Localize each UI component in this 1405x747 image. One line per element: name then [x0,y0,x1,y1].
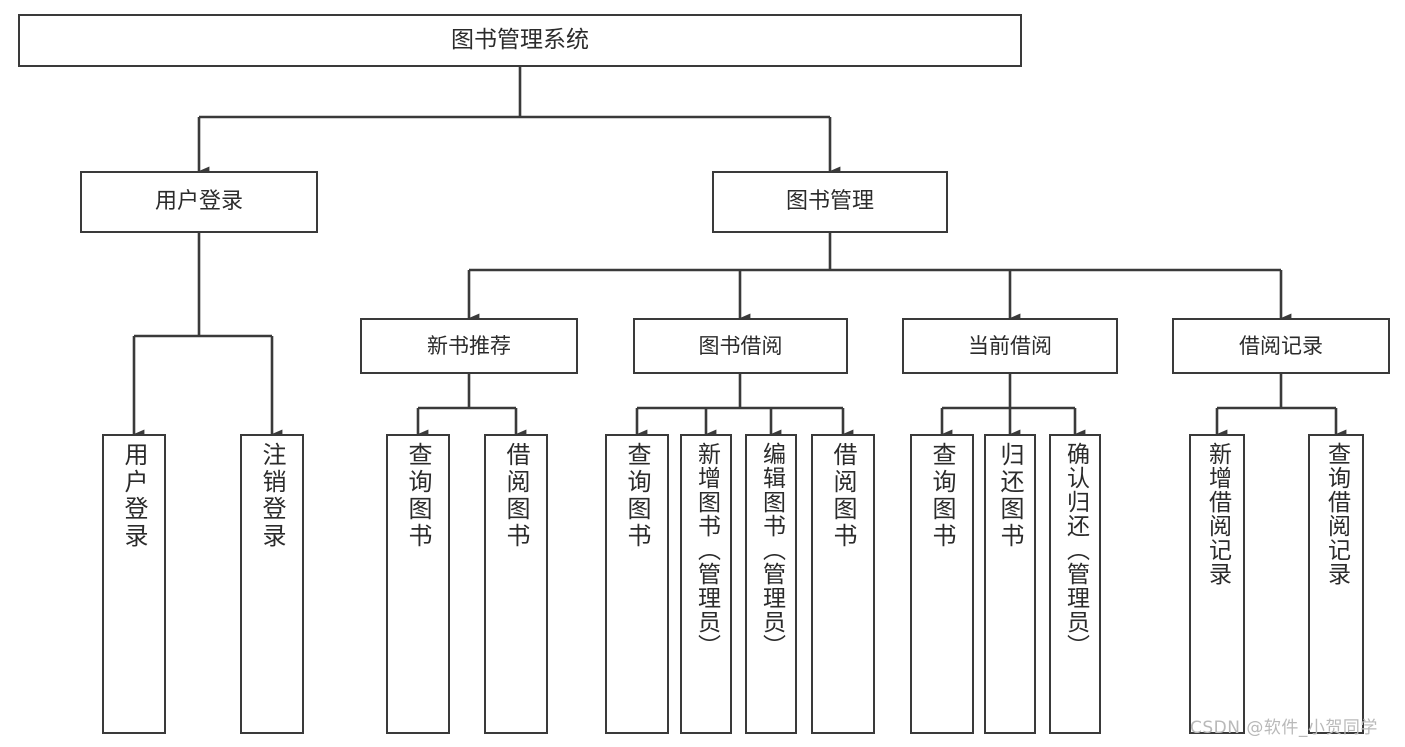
node-leaf-bb-add-book[interactable]: 新增图书（管理员） [680,434,732,734]
node-leaf-bb-borrow-book[interactable]: 借阅图书 [811,434,875,734]
node-leaf-bb-add-book-label: 新增图书（管理员） [693,442,720,658]
node-book-borrow[interactable]: 图书借阅 [633,318,848,374]
node-leaf-cb-query-book-label: 查询图书 [928,442,956,550]
node-leaf-rec-borrow-book-label: 借阅图书 [502,442,530,550]
node-leaf-rec-borrow-book[interactable]: 借阅图书 [484,434,548,734]
node-root-label: 图书管理系统 [451,27,589,54]
node-leaf-rec-query-book-label: 查询图书 [404,442,432,550]
node-book-borrow-label: 图书借阅 [698,333,783,358]
node-leaf-br-add-record-label: 新增借阅记录 [1204,442,1231,586]
node-leaf-bb-edit-book[interactable]: 编辑图书（管理员） [745,434,797,734]
node-borrow-record[interactable]: 借阅记录 [1172,318,1390,374]
node-leaf-cb-confirm-return-label: 确认归还（管理员） [1062,442,1089,658]
node-user-login[interactable]: 用户登录 [80,171,318,233]
node-leaf-rec-query-book[interactable]: 查询图书 [386,434,450,734]
node-leaf-user-login[interactable]: 用户登录 [102,434,166,734]
node-leaf-cb-return-book-label: 归还图书 [996,442,1024,550]
node-book-manage[interactable]: 图书管理 [712,171,948,233]
node-leaf-bb-edit-book-label: 编辑图书（管理员） [758,442,785,658]
node-user-login-label: 用户登录 [154,189,243,215]
node-current-borrow-label: 当前借阅 [968,333,1052,358]
node-leaf-br-add-record[interactable]: 新增借阅记录 [1189,434,1245,734]
node-leaf-cb-return-book[interactable]: 归还图书 [984,434,1036,734]
node-leaf-bb-query-book[interactable]: 查询图书 [605,434,669,734]
node-leaf-user-logout-label: 注销登录 [258,442,286,550]
node-current-borrow[interactable]: 当前借阅 [902,318,1118,374]
node-borrow-record-label: 借阅记录 [1239,333,1323,358]
node-new-book-rec[interactable]: 新书推荐 [360,318,578,374]
node-root[interactable]: 图书管理系统 [18,14,1022,67]
node-leaf-cb-query-book[interactable]: 查询图书 [910,434,974,734]
csdn-watermark: CSDN @软件_小贺同学 [1190,718,1378,738]
node-leaf-user-login-label: 用户登录 [120,442,148,550]
node-book-manage-label: 图书管理 [785,189,874,215]
node-new-book-rec-label: 新书推荐 [427,333,511,358]
node-leaf-user-logout[interactable]: 注销登录 [240,434,304,734]
node-leaf-br-query-record-label: 查询借阅记录 [1323,442,1350,586]
node-leaf-bb-borrow-book-label: 借阅图书 [829,442,857,550]
node-leaf-cb-confirm-return[interactable]: 确认归还（管理员） [1049,434,1101,734]
node-leaf-br-query-record[interactable]: 查询借阅记录 [1308,434,1364,734]
node-leaf-bb-query-book-label: 查询图书 [623,442,651,550]
